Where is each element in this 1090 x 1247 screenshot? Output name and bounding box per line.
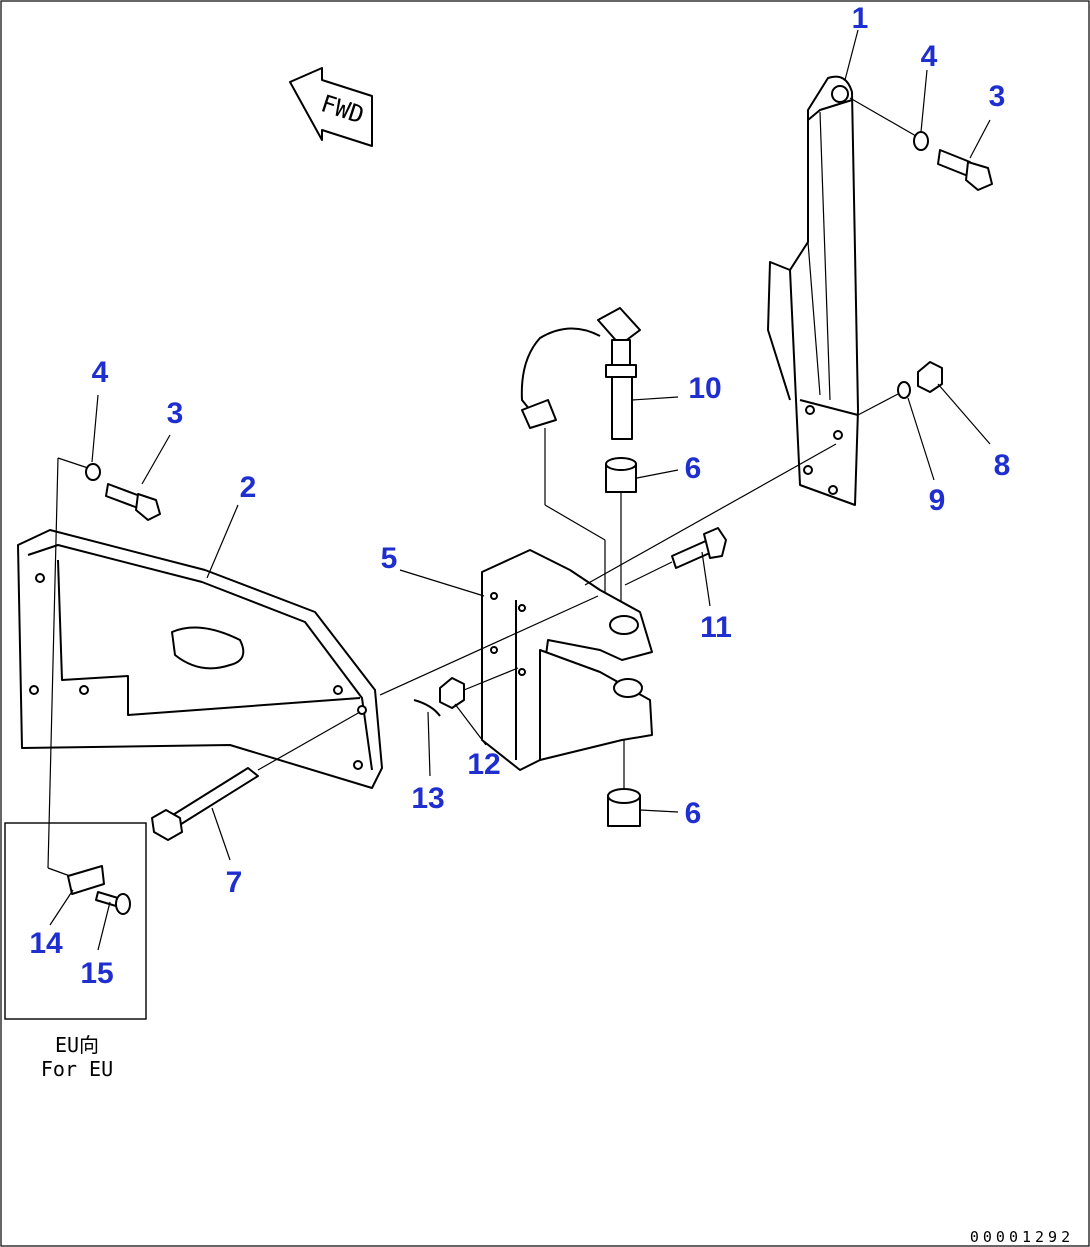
callout-6-upper: 6 [685,452,702,485]
part-3-bolt-left [105,483,161,521]
callout-9: 9 [929,484,946,517]
callout-4-upper: 4 [921,40,938,73]
part-15-bolt [95,891,131,915]
part-9-washer [897,381,911,399]
callout-14: 14 [29,927,63,960]
callout-11: 11 [700,611,732,644]
leader-lines [49,29,991,951]
fwd-arrow-icon: FWD [289,67,373,147]
callout-5: 5 [381,542,398,575]
part-2-frame-plate [17,529,383,789]
callout-1: 1 [852,2,869,35]
callout-7: 7 [226,866,243,899]
part-1-bracket [767,75,859,506]
drawing-number: 00001292 [970,1228,1074,1246]
part-10-pin [520,307,641,440]
callout-2: 2 [240,471,257,504]
part-6-bushing-upper [605,457,637,493]
callout-4-left: 4 [92,356,109,389]
part-13-clip [413,699,441,717]
part-12-nut [439,677,465,709]
eu-inset-label-en: For EU [41,1057,113,1081]
callout-13: 13 [411,782,444,815]
part-6-bushing-lower [607,788,641,827]
part-3-bolt-upper [937,149,993,191]
callout-10: 10 [688,372,721,405]
part-8-nut [917,361,943,393]
part-4-washer-left [85,463,101,481]
eu-inset-label-jp: EU向 [55,1033,99,1057]
callouts: 1 2 3 3 4 4 5 6 6 7 8 9 10 11 12 13 14 1… [29,2,1010,990]
part-11-bolt [671,527,727,569]
callout-3-left: 3 [167,397,184,430]
part-7-bolt [151,767,259,841]
callout-3-upper: 3 [989,80,1006,113]
callout-15: 15 [80,957,113,990]
part-5-hitch [481,549,653,771]
callout-6-lower: 6 [685,797,702,830]
callout-12: 12 [467,748,500,781]
eu-inset-box [4,822,147,1020]
callout-8: 8 [994,449,1011,482]
part-4-washer-upper [913,131,929,151]
part-14-plate [67,865,105,895]
